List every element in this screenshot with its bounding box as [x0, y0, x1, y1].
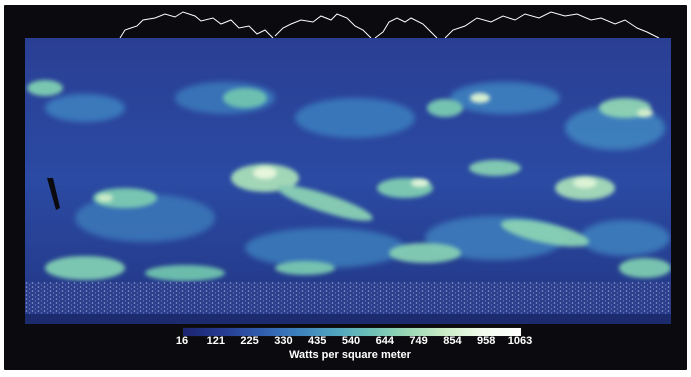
- colorbar-tick-label: 854: [443, 335, 462, 347]
- coastline-outline-top: [119, 11, 660, 39]
- colorbar-units-label: Watts per square meter: [289, 349, 411, 361]
- colorbar-tick-label: 330: [274, 335, 293, 347]
- colorbar-tick-label: 1063: [507, 335, 533, 347]
- colorbar-tick-label: 644: [375, 335, 394, 347]
- colorbar-tick-label: 121: [206, 335, 225, 347]
- colorbar-tick-label: 435: [308, 335, 327, 347]
- colorbar: [182, 327, 522, 337]
- colorbar-tick-label: 540: [341, 335, 361, 347]
- colorbar-tick-label: 749: [409, 335, 428, 347]
- flux-map-image: [25, 38, 671, 324]
- colorbar-tick-label: 958: [477, 335, 496, 347]
- colorbar-tick-label: 225: [240, 335, 259, 347]
- flux-map: [25, 38, 671, 324]
- colorbar-tick-label: 16: [175, 335, 189, 347]
- colorbar-tick-labels: 16 121 225 330 435 540 644 749 854 958 1063: [160, 335, 540, 349]
